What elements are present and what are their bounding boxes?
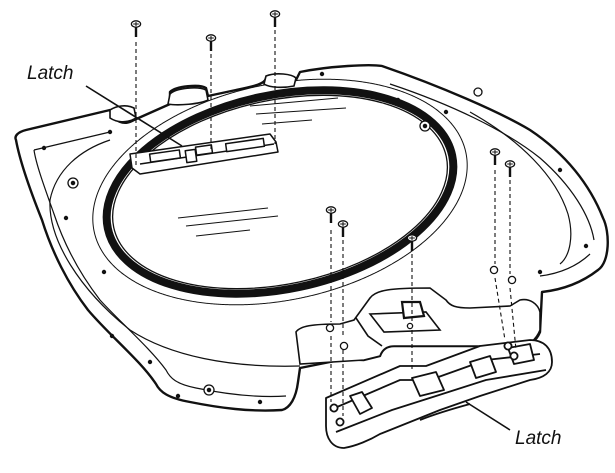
screw-guide-lines	[135, 30, 517, 416]
mounting-holes	[67, 87, 517, 396]
top-tabs	[109, 73, 297, 123]
latch-label-top: Latch	[27, 63, 74, 84]
screw	[269, 9, 281, 29]
bottom-latch-part	[325, 339, 553, 449]
rivet-dots	[41, 71, 589, 405]
leader-latch-top	[85, 85, 183, 147]
latch-label-bottom: Latch	[515, 428, 562, 449]
round-cover	[92, 78, 468, 306]
top-latch-part	[129, 133, 279, 175]
plate-bracket	[295, 287, 541, 365]
glare-lines	[177, 97, 347, 237]
label-leaders	[85, 85, 511, 431]
screw	[205, 33, 217, 53]
screw	[130, 19, 142, 39]
plate-recess-arc	[49, 139, 301, 367]
leader-latch-bottom	[465, 401, 511, 431]
